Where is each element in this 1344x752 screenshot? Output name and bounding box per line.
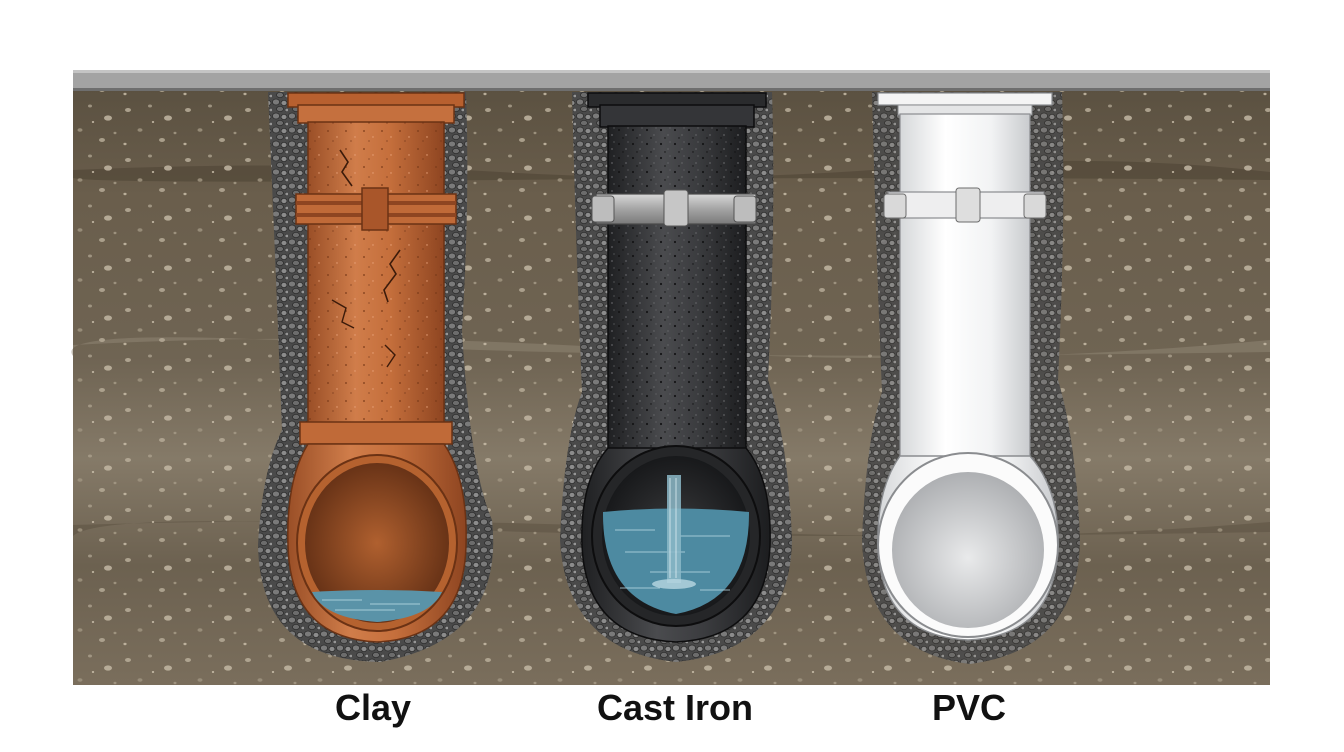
clay-water: [312, 590, 442, 622]
cast-iron-pipe: [560, 92, 792, 662]
clay-pipe: [258, 92, 494, 662]
iron-leak-stream: [667, 475, 681, 583]
label-cast-iron: Cast Iron: [596, 687, 754, 728]
concrete-surface: [73, 70, 1270, 91]
label-pvc: PVC: [931, 687, 1007, 728]
pvc-pipe: [862, 92, 1080, 664]
label-clay: Clay: [334, 687, 412, 728]
